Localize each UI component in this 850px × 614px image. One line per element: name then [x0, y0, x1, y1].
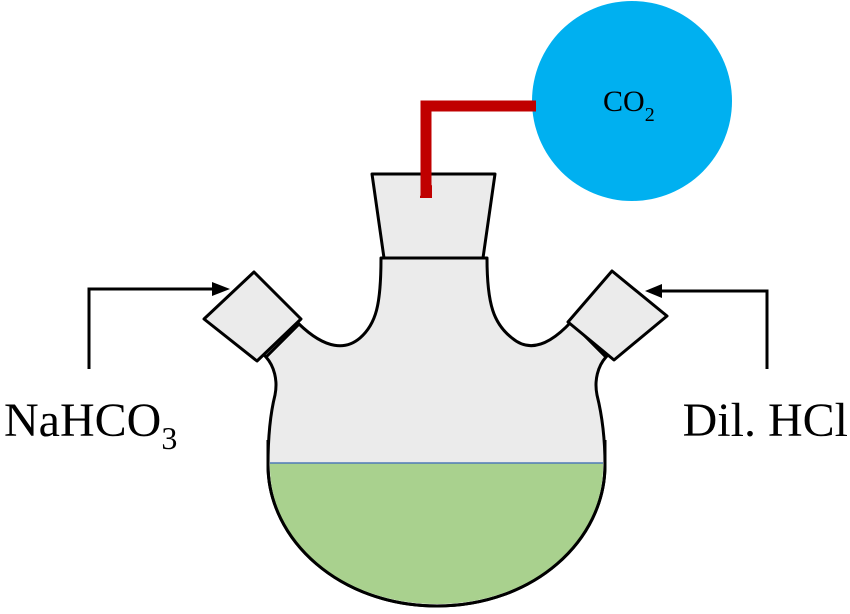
right-addition-arrowhead — [645, 284, 662, 298]
flask-bowl-outline — [266, 440, 607, 608]
left-addition-arrow-line — [87, 287, 214, 369]
delivery-tube — [420, 100, 536, 196]
delivery-tube-tip — [420, 185, 432, 198]
reagent-label-nahco3: NaHCO3 — [4, 394, 177, 456]
center-neck-joint — [370, 172, 497, 260]
right-addition-arrow-line — [660, 289, 769, 369]
left-addition-arrowhead — [212, 282, 230, 296]
co2-label: CO2 — [603, 85, 655, 126]
left-side-joint — [202, 270, 303, 363]
right-side-joint — [566, 269, 669, 362]
reagent-label-dil-hcl: Dil. HCl — [683, 394, 848, 447]
liquid-solution — [269, 463, 604, 604]
co2-bubble — [532, 1, 732, 201]
